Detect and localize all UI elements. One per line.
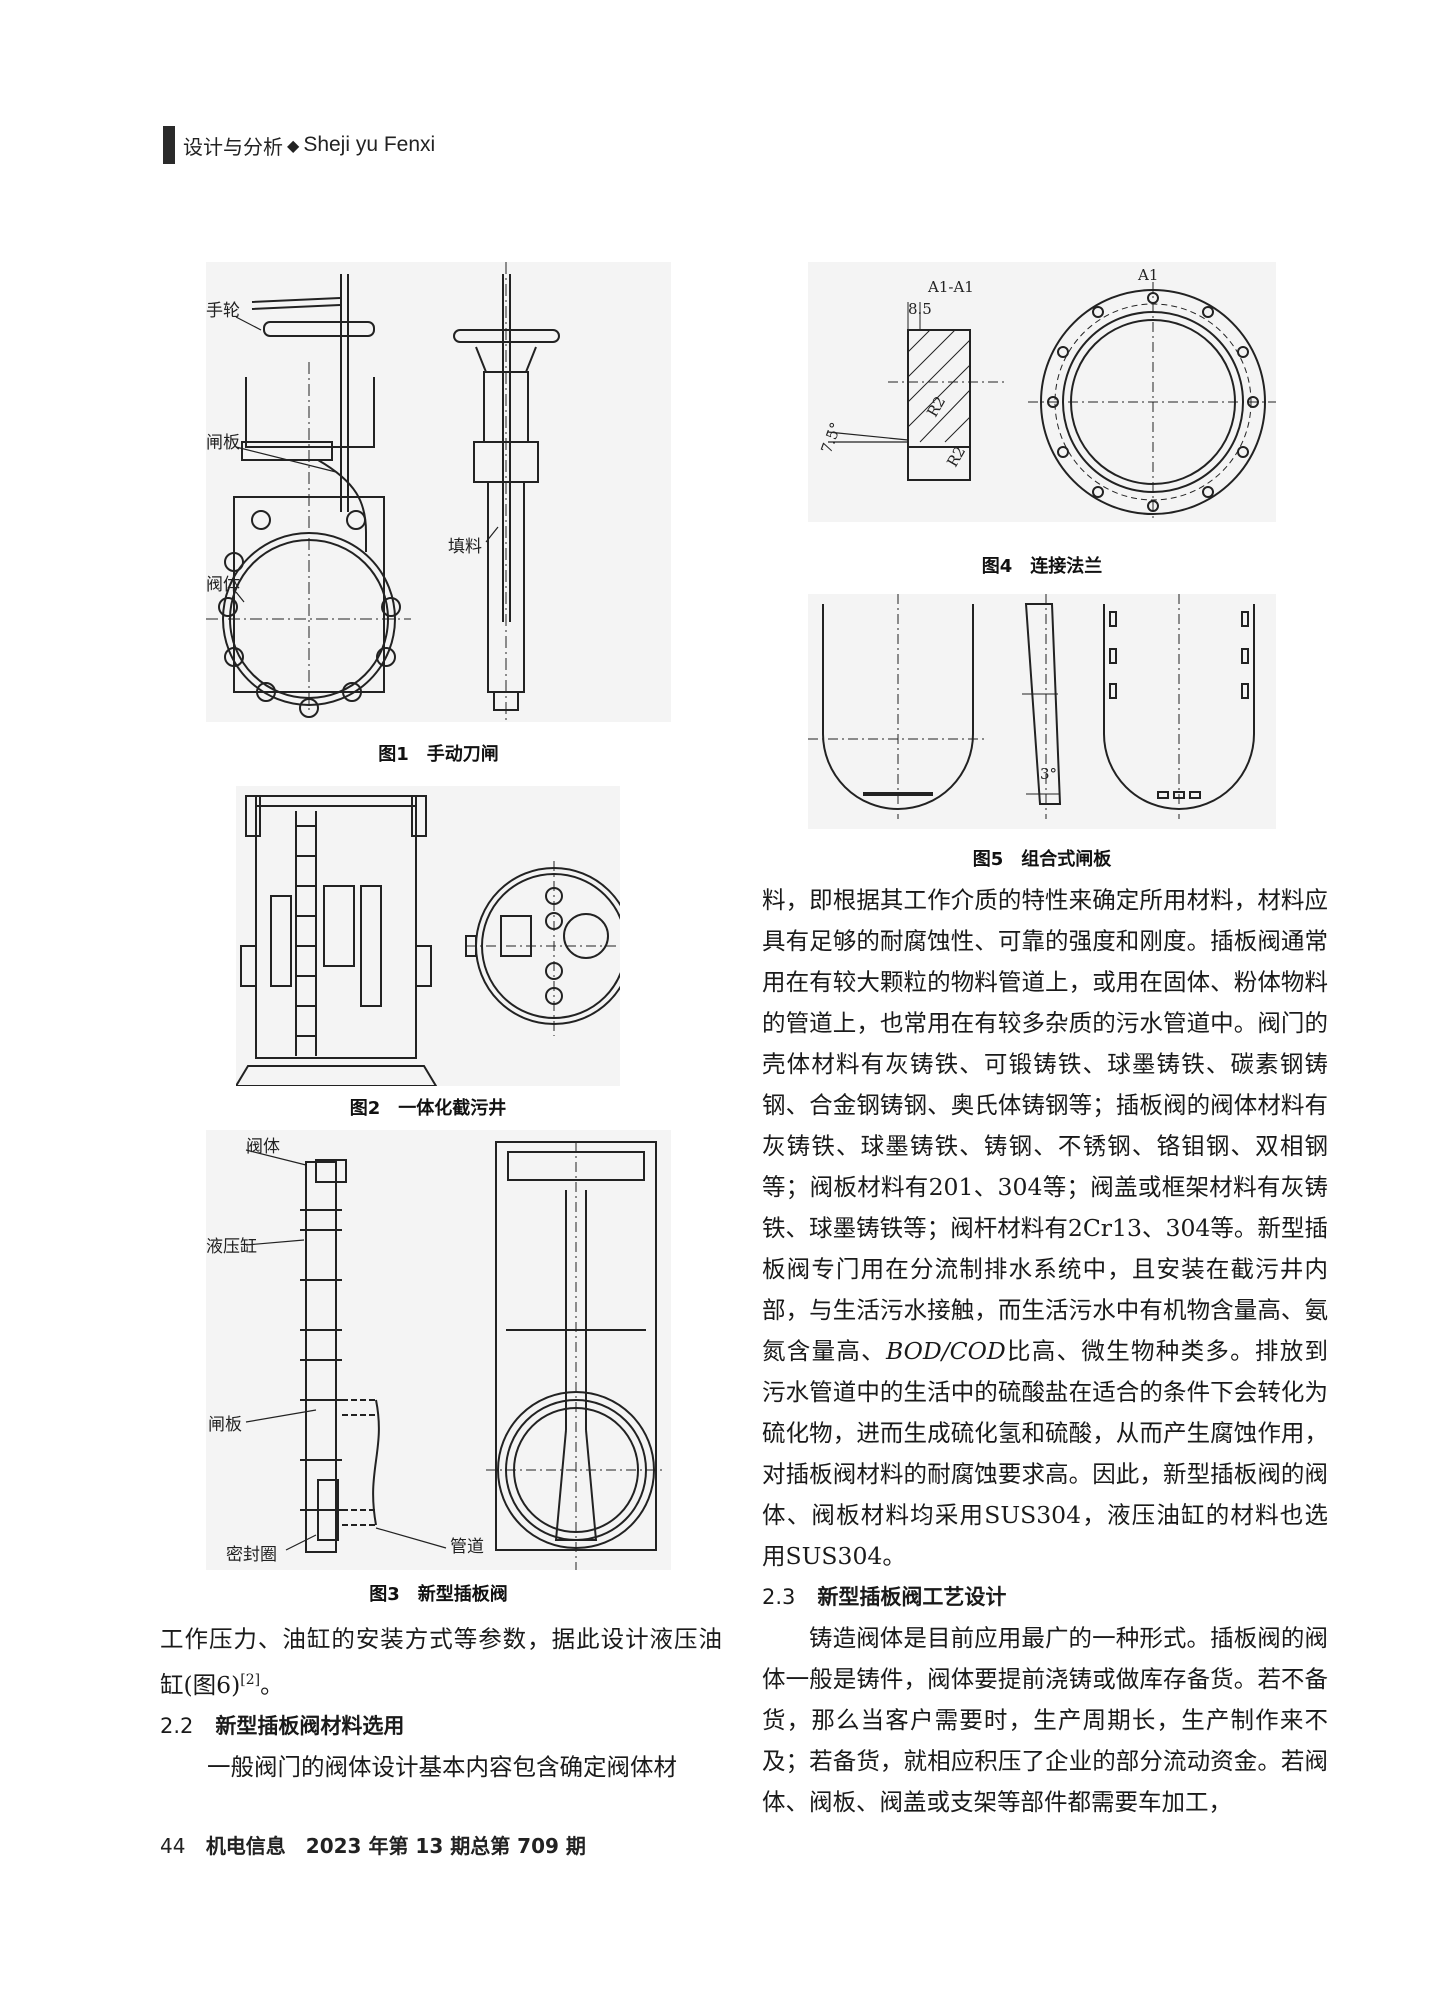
figure-4-caption: 图4 连接法兰 — [981, 556, 1103, 577]
fig4-label-section: A1-A1 — [927, 278, 974, 296]
figure-3-caption: 图3 新型插板阀 — [369, 1584, 508, 1605]
left-p1-text: 工作压力、油缸的安装方式等参数，据此设计液压油缸(图6) — [160, 1625, 722, 1699]
fig4-label-angle: 7.5° — [817, 420, 845, 456]
right-paragraph-2: 铸造阀体是目前应用最广的一种形式。插板阀的阀体一般是铸件，阀体要提前浇铸或做库存… — [762, 1624, 1328, 1816]
citation-ref: [2] — [240, 1672, 261, 1688]
figure-3: 阀体 液压缸 闸板 密封圈 管道 — [206, 1130, 671, 1570]
figure-2-caption: 图2 一体化截污井 — [349, 1098, 507, 1119]
fig5-label-angle: 3° — [1040, 765, 1057, 783]
page-number: 44 — [160, 1834, 186, 1858]
figure-4: A1-A1 8.5 7.5° R2 R2 A1 — [808, 262, 1276, 522]
fig1-label-gate: 闸板 — [206, 433, 240, 453]
figure-1-caption: 图1 手动刀闸 — [378, 744, 499, 765]
fig1-label-body: 阀体 — [206, 575, 240, 595]
right-paragraph-1: 料，即根据其工作介质的特性来确定所用材料，材料应具有足够的耐腐蚀性、可靠的强度和… — [762, 880, 1328, 1577]
figure-1: 手轮 闸板 阀体 填料 — [206, 262, 671, 722]
left-p1-end: 。 — [260, 1670, 284, 1699]
fig1-label-packing: 填料 — [448, 537, 482, 557]
heading-2-3-number: 2.3 — [762, 1585, 796, 1609]
heading-2-2-title: 新型插板阀材料选用 — [215, 1713, 405, 1738]
figure-5: 3° — [808, 594, 1276, 829]
fig3-label-body: 阀体 — [246, 1137, 280, 1157]
fig3-label-pipe: 管道 — [450, 1537, 484, 1557]
left-paragraph-2: 一般阀门的阀体设计基本内容包含确定阀体材 — [207, 1752, 677, 1781]
fig3-label-cylinder: 液压缸 — [206, 1236, 257, 1257]
section-pinyin: Sheji yu Fenxi — [303, 133, 436, 156]
heading-2-2-number: 2.2 — [160, 1713, 194, 1738]
figure-5-drawing: 3° — [808, 594, 1255, 819]
section-name: 设计与分析 — [183, 134, 283, 159]
figure-4-drawing: A1-A1 8.5 7.5° R2 R2 A1 — [817, 266, 1276, 522]
page-footer: 44 机电信息 2023 年第 13 期总第 709 期 — [160, 1830, 586, 1859]
fig1-label-handwheel: 手轮 — [206, 301, 240, 321]
right-p1-text-b: 比高、微生物种类多。排放到污水管道中的生活中的硫酸盐在适合的条件下会转化为硫化物… — [762, 1337, 1329, 1570]
figure-3-drawing: 阀体 液压缸 闸板 密封圈 管道 — [206, 1137, 666, 1570]
left-column: 工作压力、油缸的安装方式等参数，据此设计液压油缸(图6)[2]。 2.2 新型插板… — [160, 1619, 722, 1788]
right-column: 料，即根据其工作介质的特性来确定所用材料，材料应具有足够的耐腐蚀性、可靠的强度和… — [762, 880, 1328, 1823]
bod-cod-term: BOD/COD — [885, 1337, 1006, 1365]
figure-2-drawing — [236, 795, 620, 1086]
heading-2-3-title: 新型插板阀工艺设计 — [817, 1585, 1007, 1609]
fig3-label-gate: 闸板 — [208, 1415, 242, 1435]
journal-info: 机电信息 2023 年第 13 期总第 709 期 — [205, 1834, 586, 1858]
fig4-label-a1: A1 — [1137, 266, 1158, 284]
heading-2-2: 2.2 新型插板阀材料选用 — [160, 1706, 722, 1747]
left-paragraph-1: 工作压力、油缸的安装方式等参数，据此设计液压油缸(图6)[2]。 — [160, 1619, 722, 1706]
running-header: 设计与分析 ◆ Sheji yu Fenxi — [163, 126, 435, 164]
figure-1-drawing: 手轮 闸板 阀体 填料 — [206, 262, 560, 722]
header-bar — [163, 126, 175, 164]
fig4-label-dim-85: 8.5 — [908, 300, 932, 318]
right-p1-text-a: 料，即根据其工作介质的特性来确定所用材料，材料应具有足够的耐腐蚀性、可靠的强度和… — [762, 886, 1328, 1365]
diamond-icon: ◆ — [287, 135, 300, 155]
figure-2 — [236, 786, 620, 1086]
fig3-label-seal: 密封圈 — [226, 1545, 277, 1565]
heading-2-3: 2.3 新型插板阀工艺设计 — [762, 1577, 1328, 1618]
figure-5-caption: 图5 组合式闸板 — [972, 849, 1112, 870]
